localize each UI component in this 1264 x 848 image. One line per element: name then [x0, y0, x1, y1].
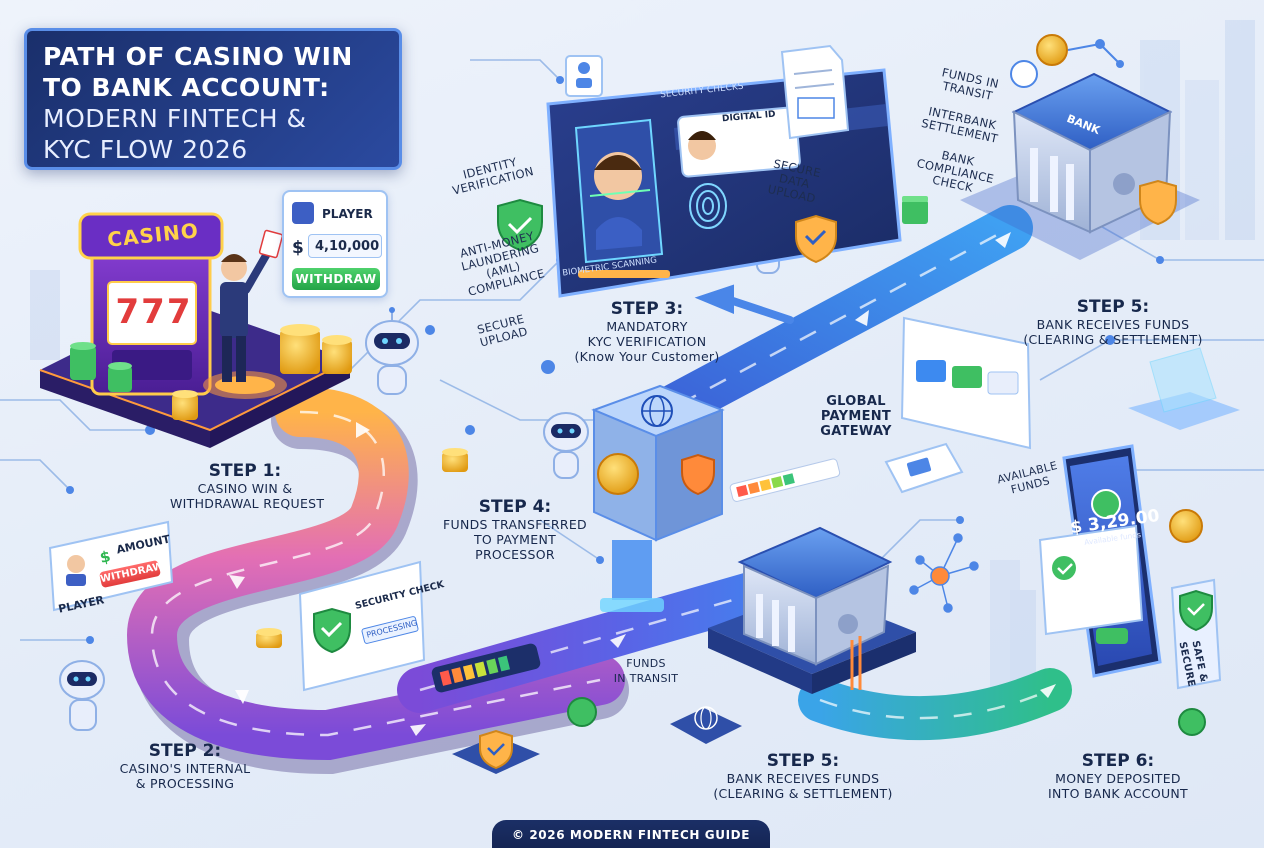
player-label: PLAYER	[322, 207, 373, 221]
step-4-line-3: PROCESSOR	[440, 547, 590, 562]
gateway-line-2: PAYMENT	[808, 409, 904, 424]
slot-reels-text: 777	[116, 292, 193, 332]
payment-processor-cube	[594, 386, 722, 612]
robot-assistant-4	[60, 661, 104, 730]
step-5-bottom-label: STEP 5: BANK RECEIVES FUNDS (CLEARING & …	[700, 752, 906, 801]
step-6-heading: STEP 6:	[1028, 752, 1208, 771]
step-6-label: STEP 6: MONEY DEPOSITED INTO BANK ACCOUN…	[1028, 752, 1208, 801]
coin-network-top	[1011, 35, 1124, 87]
step-2-heading: STEP 2:	[110, 742, 260, 761]
title-panel: PATH OF CASINO WIN TO BANK ACCOUNT: MODE…	[24, 28, 402, 170]
transit-globe-chip	[670, 707, 742, 744]
footer-copyright: © 2026 MODERN FINTECH GUIDE	[492, 820, 770, 848]
label-funds-in-transit-bottom: FUNDS IN TRANSIT	[596, 656, 696, 686]
card-reader-icon	[886, 444, 962, 492]
step-1-label: STEP 1: CASINO WIN & WITHDRAWAL REQUEST	[170, 462, 320, 511]
bank-shield-top	[1140, 181, 1176, 224]
gateway-line-1: GLOBAL	[808, 394, 904, 409]
step-5-bottom-line-1: BANK RECEIVES FUNDS	[700, 771, 906, 786]
step-4-heading: STEP 4:	[440, 498, 590, 517]
road-segment-to-bank-account	[820, 690, 1050, 718]
robot-assistant-2	[544, 413, 588, 478]
gold-coin-phone	[1170, 510, 1202, 542]
step-4-label: STEP 4: FUNDS TRANSFERRED TO PAYMENT PRO…	[440, 498, 590, 562]
title-line-1: PATH OF CASINO WIN	[43, 41, 383, 72]
step-6-line-1: MONEY DEPOSITED	[1028, 771, 1208, 786]
progress-bar-transfer	[729, 458, 840, 502]
step-5-top-heading: STEP 5:	[1010, 298, 1216, 317]
step-3-line-1: MANDATORY	[552, 319, 742, 334]
title-line-4: KYC FLOW 2026	[43, 134, 383, 165]
step-3-heading: STEP 3:	[552, 300, 742, 319]
cash-stack-top	[902, 196, 928, 224]
step-1-heading: STEP 1:	[170, 462, 320, 481]
document-icon	[782, 46, 848, 138]
label-global-payment-gateway: GLOBAL PAYMENT GATEWAY	[808, 394, 904, 439]
step-5-top-label: STEP 5: BANK RECEIVES FUNDS (CLEARING & …	[1010, 298, 1216, 347]
title-line-3: MODERN FINTECH &	[43, 103, 383, 134]
balance-amount: 4,10,000	[315, 239, 379, 254]
funds-transit-bottom-line-1: FUNDS	[596, 656, 696, 671]
slot-reels: 777	[114, 290, 194, 334]
step-3-line-3: (Know Your Customer)	[552, 349, 742, 364]
currency-symbol: $	[292, 238, 304, 258]
step-3-label: STEP 3: MANDATORY KYC VERIFICATION (Know…	[552, 300, 742, 364]
hologram-cube	[1128, 348, 1240, 430]
withdraw-button[interactable]: WITHDRAW	[292, 268, 380, 290]
step-1-line-1: CASINO WIN &	[170, 481, 320, 496]
step-5-top-line-1: BANK RECEIVES FUNDS	[1010, 317, 1216, 332]
step-4-line-2: TO PAYMENT	[440, 532, 590, 547]
balance-field: 4,10,000	[308, 234, 382, 258]
step-6-line-2: INTO BANK ACCOUNT	[1028, 786, 1208, 801]
title-line-2: TO BANK ACCOUNT:	[43, 72, 383, 103]
avatar	[292, 202, 314, 224]
cash-chip-phone	[1179, 709, 1205, 735]
robot-assistant-1	[366, 307, 418, 394]
network-node-cluster	[910, 534, 978, 612]
step-3-line-2: KYC VERIFICATION	[552, 334, 742, 349]
green-coin-chip	[568, 698, 596, 726]
step-2-line-2: & PROCESSING	[110, 776, 260, 791]
step-2-label: STEP 2: CASINO'S INTERNAL & PROCESSING	[110, 742, 260, 791]
gateway-line-3: GATEWAY	[808, 424, 904, 439]
step-2-line-1: CASINO'S INTERNAL	[110, 761, 260, 776]
user-card-icon	[566, 56, 602, 96]
funds-transit-bottom-line-2: IN TRANSIT	[596, 671, 696, 686]
player-balance-card: PLAYER $ 4,10,000 WITHDRAW	[282, 190, 388, 298]
step-1-line-2: WITHDRAWAL REQUEST	[170, 496, 320, 511]
step-4-line-1: FUNDS TRANSFERRED	[440, 517, 590, 532]
step-5-top-line-2: (CLEARING & SETTLEMENT)	[1010, 332, 1216, 347]
step-5-bottom-line-2: (CLEARING & SETTLEMENT)	[700, 786, 906, 801]
step-5-bottom-heading: STEP 5:	[700, 752, 906, 771]
